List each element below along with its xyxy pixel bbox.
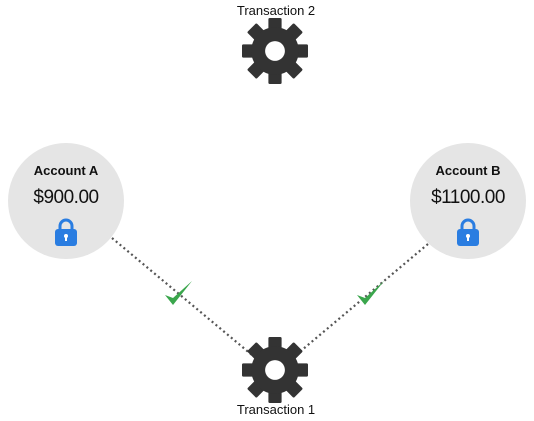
- gear-icon: [242, 337, 308, 403]
- account-b-node[interactable]: Account B $1100.00: [410, 143, 526, 259]
- account-a-node[interactable]: Account A $900.00: [8, 143, 124, 259]
- transaction-2-label: Transaction 2: [236, 3, 316, 18]
- link-account-a-transaction-1: [111, 237, 253, 356]
- account-name: Account A: [33, 163, 99, 178]
- gear-icon: [242, 18, 308, 84]
- account-balance: $1100.00: [431, 187, 505, 208]
- check-icon: [165, 281, 192, 305]
- account-balance: $900.00: [33, 187, 99, 208]
- lock-icon: [457, 218, 479, 246]
- account-name: Account B: [435, 163, 501, 178]
- check-icon: [357, 281, 384, 305]
- lock-icon: [55, 218, 77, 246]
- transaction-1-label: Transaction 1: [236, 402, 316, 417]
